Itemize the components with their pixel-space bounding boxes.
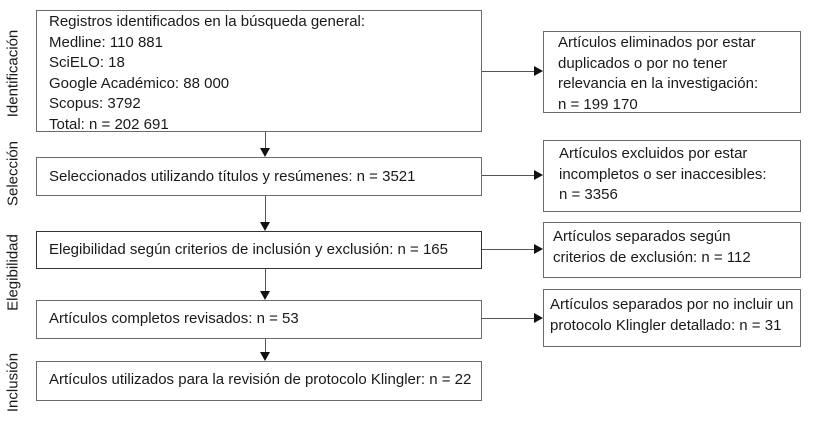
separated-protocol-line-2: protocolo Klingler detallado: n = 31: [550, 316, 782, 334]
phase-label-inclusion: Inclusión: [4, 352, 22, 413]
phase-label-seleccion: Selección: [4, 140, 22, 207]
arrow-right-icon: [534, 244, 543, 254]
phase-label-identificacion: Identificación: [4, 29, 22, 118]
eligibility-box: Elegibilidad según criterios de inclusió…: [36, 231, 482, 269]
arrow-right-icon: [534, 170, 543, 180]
excluded-count: n = 3356: [559, 186, 618, 203]
arrow-right-icon: [534, 66, 543, 76]
connector-fulltext-to-inclusion: [265, 339, 266, 353]
connector-eligibility-to-fulltext: [265, 269, 266, 292]
separated-criteria-line-1: Artículos separados según: [553, 228, 731, 245]
arrow-right-icon: [534, 313, 543, 323]
arrow-down-icon: [260, 148, 270, 157]
identification-box: Registros identificados en la búsqueda g…: [36, 10, 482, 133]
removed-duplicates-box: Artículos eliminados por estar duplicado…: [543, 31, 801, 113]
connector-identification-to-selection: [265, 132, 266, 149]
separated-protocol-line-1: Artículos separados por no incluir un: [550, 296, 794, 313]
identification-scopus: Scopus: 3792: [49, 95, 141, 112]
inclusion-box: Artículos utilizados para la revisión de…: [36, 361, 482, 401]
eligibility-text: Elegibilidad según criterios de inclusió…: [49, 241, 448, 258]
separated-criteria-box: Artículos separados según criterios de e…: [543, 222, 801, 278]
connector-selection-to-excluded: [482, 175, 535, 176]
identification-total: Total: n = 202 691: [49, 115, 169, 133]
arrow-down-icon: [260, 291, 270, 300]
identification-medline: Medline: 110 881: [49, 33, 163, 51]
excluded-line-2: incompletos o ser inaccesibles:: [559, 165, 767, 183]
full-text-reviewed-box: Artículos completos revisados: n = 53: [36, 300, 482, 339]
connector-selection-to-eligibility: [265, 196, 266, 223]
full-text-reviewed-text: Artículos completos revisados: n = 53: [49, 310, 299, 327]
arrow-down-icon: [260, 352, 270, 361]
arrow-down-icon: [260, 222, 270, 231]
connector-eligibility-to-separated: [482, 249, 535, 250]
connector-fulltext-to-separated-protocol: [482, 318, 535, 319]
identification-title: Registros identificados en la búsqueda g…: [49, 13, 366, 30]
selection-text: Seleccionados utilizando títulos y resúm…: [49, 168, 416, 185]
excluded-incomplete-box: Artículos excluidos por estar incompleto…: [543, 140, 801, 212]
removed-count: n = 199 170: [558, 95, 638, 113]
identification-google: Google Académico: 88 000: [49, 74, 230, 92]
identification-scielo: SciELO: 18: [49, 54, 125, 71]
excluded-line-1: Artículos excluidos por estar: [559, 145, 748, 162]
separated-protocol-box: Artículos separados por no incluir un pr…: [543, 289, 801, 347]
inclusion-text: Artículos utilizados para la revisión de…: [49, 371, 472, 388]
connector-identification-to-removed: [482, 71, 535, 72]
separated-criteria-line-2: criterios de exclusión: n = 112: [553, 248, 751, 266]
removed-line-1: Artículos eliminados por estar: [558, 34, 756, 51]
phase-label-elegibilidad: Elegibilidad: [4, 234, 22, 311]
selection-box: Seleccionados utilizando títulos y resúm…: [36, 157, 482, 196]
removed-line-2: duplicados o por no tener: [558, 54, 728, 72]
removed-line-3: relevancia en la investigación:: [558, 75, 759, 92]
